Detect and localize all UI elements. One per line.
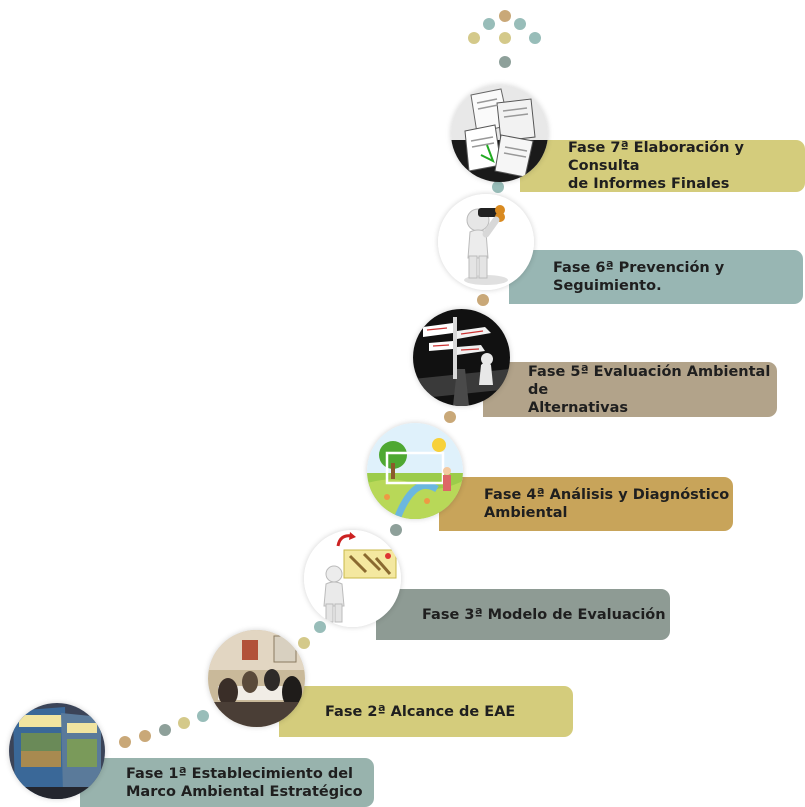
connector-dot [139,730,151,742]
phase-1-books-image [9,703,105,799]
connector-dot [390,524,402,536]
phase-3-bar: Fase 3ª Modelo de Evaluación [376,589,670,640]
connector-dot [197,710,209,722]
connector-dot [483,18,495,30]
phase-6-binoculars-image [438,194,534,290]
phase-2-bar: Fase 2ª Alcance de EAE [279,686,573,737]
phase-6-bar: Fase 6ª Prevención y Seguimiento. [509,250,803,304]
phase-5-crossroads-image [413,309,510,406]
connector-dot [468,32,480,44]
phase-6-label: Fase 6ª Prevención y Seguimiento. [553,260,725,294]
connector-dot [529,32,541,44]
connector-dot [499,10,511,22]
phase-4-bar: Fase 4ª Análisis y Diagnóstico Ambiental [439,477,733,531]
phase-4-landscape-image [367,423,463,519]
phase-5-bar: Fase 5ª Evaluación Ambiental de Alternat… [483,362,777,417]
connector-dot [444,411,456,423]
connector-dot [499,56,511,68]
connector-dot [159,724,171,736]
phase-2-label: Fase 2ª Alcance de EAE [325,703,516,720]
phase-7-label: Fase 7ª Elaboración y Consulta de Inform… [568,140,744,192]
connector-dot [298,637,310,649]
phase-7-documents-image [451,85,548,182]
phase-7-bar: Fase 7ª Elaboración y Consulta de Inform… [520,140,805,192]
phase-4-label: Fase 4ª Análisis y Diagnóstico Ambiental [484,487,730,521]
phase-3-label: Fase 3ª Modelo de Evaluación [422,606,666,623]
phase-2-meeting-image [208,630,305,727]
phase-1-bar: Fase 1ª Establecimiento del Marco Ambien… [80,758,374,807]
connector-dot [477,294,489,306]
phase-3-person-tools-image [304,530,401,627]
phase-5-label: Fase 5ª Evaluación Ambiental de Alternat… [528,363,771,416]
connector-dot [499,32,511,44]
phase-1-label: Fase 1ª Establecimiento del Marco Ambien… [126,765,363,800]
connector-dot [119,736,131,748]
connector-dot [492,181,504,193]
connector-dot [178,717,190,729]
connector-dot [514,18,526,30]
connector-dot [314,621,326,633]
